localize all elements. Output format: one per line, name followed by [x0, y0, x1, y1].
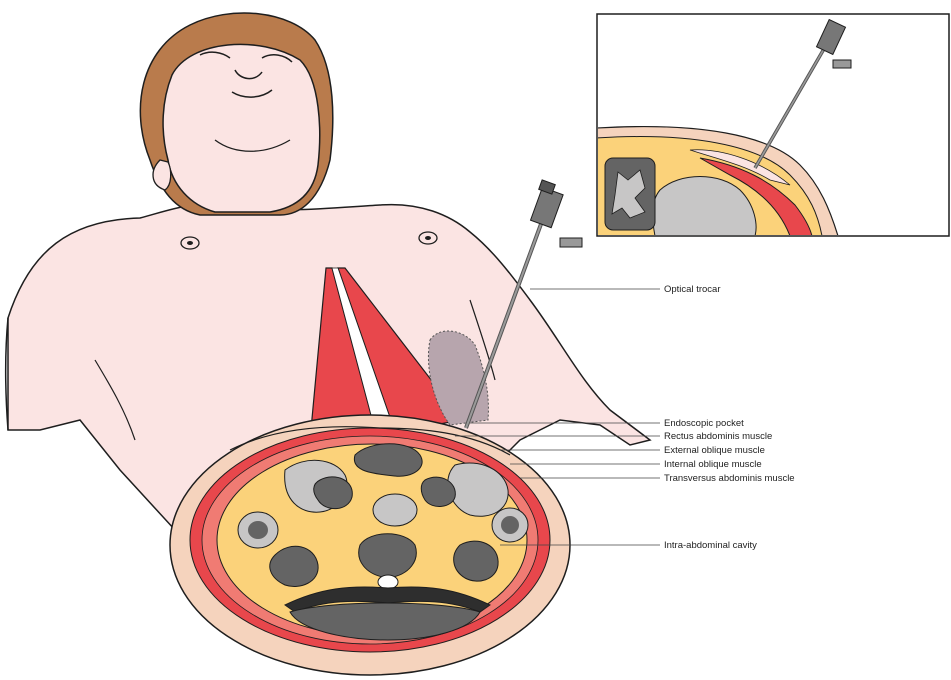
- spinal-canal: [378, 575, 398, 589]
- ear: [153, 160, 171, 190]
- colon-small-right-inner: [501, 516, 519, 534]
- label-internal-oblique: Internal oblique muscle: [664, 459, 762, 470]
- kidney-left-inner: [248, 521, 268, 539]
- label-optical-trocar: Optical trocar: [664, 284, 721, 295]
- label-intra-abdominal-cavity: Intra-abdominal cavity: [664, 540, 757, 551]
- cross-section-inset: [597, 14, 949, 236]
- label-external-oblique: External oblique muscle: [664, 445, 765, 456]
- label-endoscopic-pocket: Endoscopic pocket: [664, 418, 744, 429]
- label-rectus-abdominis: Rectus abdominis muscle: [664, 431, 772, 442]
- psoas-right: [454, 541, 498, 581]
- small-bowel: [373, 494, 417, 526]
- patient-head: [140, 13, 332, 215]
- label-transversus-abdominis: Transversus abdominis muscle: [664, 473, 795, 484]
- face: [163, 44, 320, 212]
